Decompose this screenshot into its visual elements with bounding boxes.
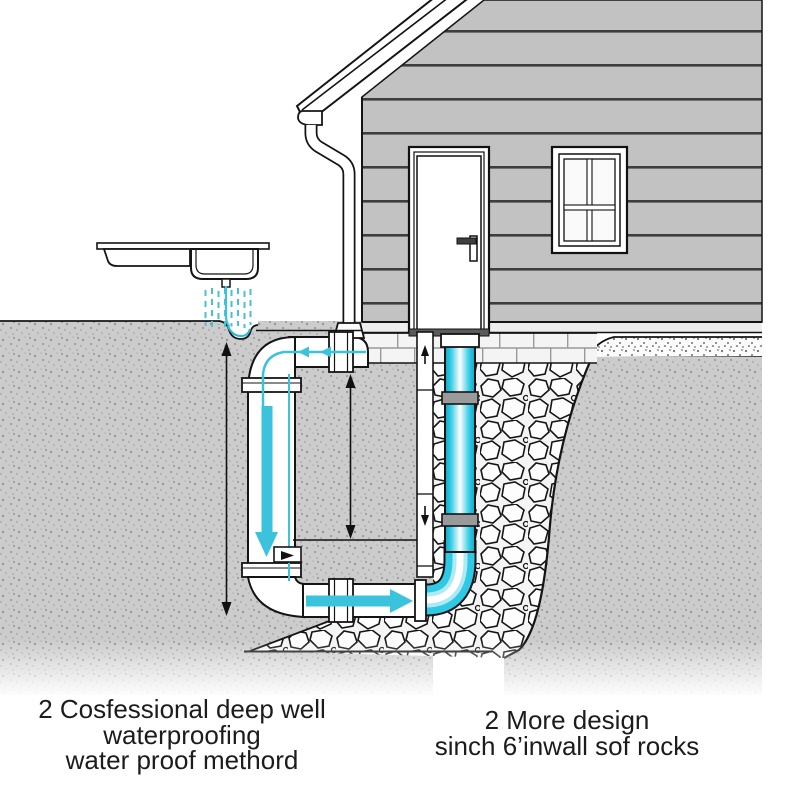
flange-top (241, 377, 302, 393)
caption-right-line2: sinch 6’inwall sof rocks (434, 730, 700, 761)
inlet-funnel (226, 325, 252, 338)
basin-drain-stub (221, 278, 231, 288)
window (550, 145, 629, 255)
bottom-fade (0, 640, 800, 700)
sill-strip (362, 323, 762, 332)
caption-right-line1: 2 More design (484, 705, 650, 735)
brick-foundation-course (363, 332, 597, 364)
pipe-end-cap (414, 579, 427, 622)
cyan-pipe-coupling (441, 391, 479, 405)
door-handle-plate (469, 235, 478, 262)
dim-arrow-left (221, 342, 232, 616)
cyan-pipe-coupling (441, 513, 479, 527)
window-mullion-v (586, 158, 593, 242)
flange-bottom (241, 562, 302, 578)
flow-arrow-down-head (255, 532, 278, 557)
surface-gravel-band (587, 336, 762, 358)
door-handle-lever (456, 237, 477, 245)
foundation-wall (416, 331, 434, 578)
basin-tray (102, 248, 191, 267)
deep-well-pipe (241, 377, 306, 619)
window-mullion-h (563, 204, 616, 211)
wall-dim-arrow-up (421, 345, 429, 364)
caption-left: 2 Cosfessional deep well waterproofing w… (22, 694, 342, 775)
wall-dim-arrow-down (421, 506, 429, 526)
cyan-drain-pipe (414, 333, 480, 622)
valve-box (273, 546, 302, 563)
house (295, 0, 763, 337)
water-drips (204, 288, 252, 328)
flow-arrow-right-head (390, 589, 413, 613)
dim-arrow-middle (345, 374, 356, 539)
caption-left-line2: waterproofing (103, 719, 261, 750)
door (407, 145, 491, 333)
drain-basin (96, 242, 270, 288)
caption-left-line1: 2 Cosfessional deep well (38, 694, 326, 724)
flow-arrow-down-shaft (261, 406, 273, 534)
flow-arrow-right-shaft (306, 595, 392, 607)
right-margin (763, 0, 800, 700)
dimension-arrows (221, 342, 417, 616)
basin-bowl (190, 248, 259, 280)
flow-arrow-left (320, 346, 331, 358)
flow-arrow-left (298, 346, 309, 358)
caption-left-line3: water proof methord (65, 745, 299, 775)
gutter (297, 110, 323, 126)
caption-right: 2 More design sinch 6’inwall sof rocks (412, 705, 722, 761)
downspout (304, 125, 356, 332)
cyan-pipe-cap (440, 333, 480, 348)
caption-area-bg (0, 695, 800, 800)
